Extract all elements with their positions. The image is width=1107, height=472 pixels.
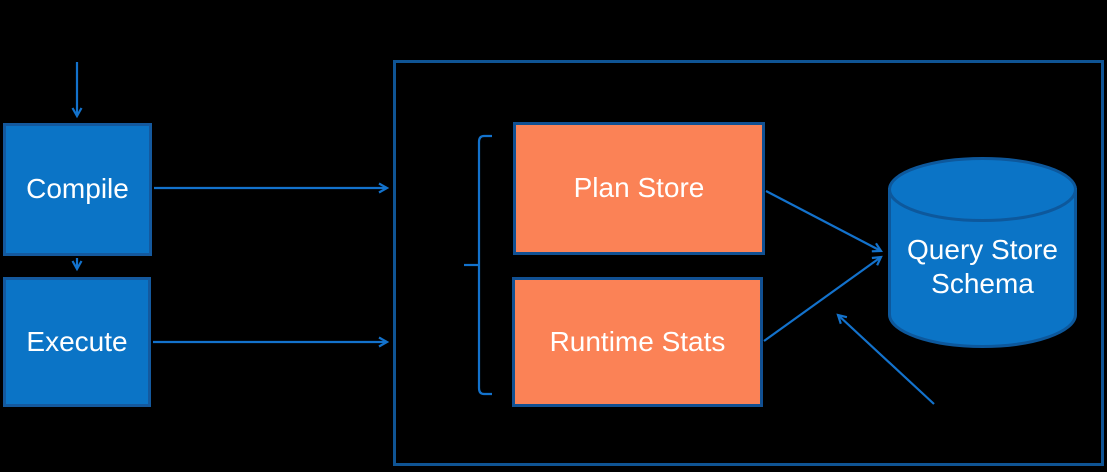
query-store-schema-line2: Schema <box>931 268 1034 299</box>
query-store-container <box>393 60 1104 466</box>
plan-store-node: Plan Store <box>513 122 765 255</box>
cylinder-top <box>888 157 1077 222</box>
compile-node: Compile <box>3 123 152 256</box>
query-store-schema-line1: Query Store <box>907 234 1058 265</box>
runtime-stats-label: Runtime Stats <box>549 325 726 357</box>
database-cylinder-icon <box>888 157 1077 348</box>
plan-store-label: Plan Store <box>573 172 705 204</box>
runtime-stats-node: Runtime Stats <box>512 277 763 407</box>
execute-label: Execute <box>26 325 128 357</box>
compile-label: Compile <box>26 173 129 205</box>
execute-node: Execute <box>3 277 151 407</box>
query-store-schema-label: Query Store Schema <box>888 233 1077 301</box>
cylinder-body <box>888 188 1077 348</box>
